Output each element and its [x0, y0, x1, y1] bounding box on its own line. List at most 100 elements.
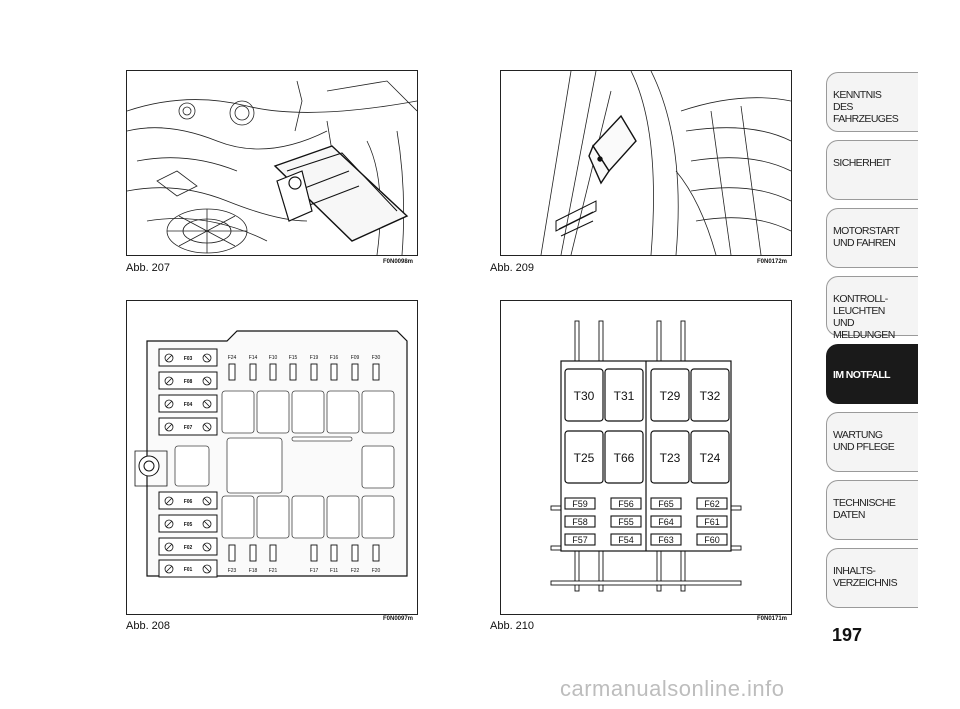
figure-209-code: F0N0172m	[757, 259, 788, 265]
tab-wartung[interactable]: WARTUNG UND PFLEGE	[826, 412, 918, 472]
figure-207-code: F0N0098m	[383, 259, 414, 265]
fuse-screw-icon	[202, 376, 212, 386]
left-fuse-F08	[158, 371, 218, 390]
fuse-label: F56	[618, 499, 634, 509]
left-fuse-F05	[158, 514, 218, 533]
left-fuse-label: F07	[184, 425, 193, 431]
horizontal-rail	[550, 580, 742, 586]
tab-kontroll[interactable]: KONTROLL- LEUCHTEN UND MELDUNGEN	[826, 276, 918, 341]
relay-T23	[650, 430, 690, 484]
fuse-screw-slot	[165, 520, 173, 528]
fuse-screw-slot	[165, 543, 173, 551]
figure-210-caption: Abb. 210	[490, 620, 535, 632]
page-number: 197	[832, 625, 863, 645]
bottom-fuse-F22	[351, 544, 359, 562]
fuse-screw-icon	[164, 496, 174, 506]
bottom-fuse-label: F23	[228, 568, 237, 574]
relay-label: T23	[660, 451, 681, 465]
tab-im-notfall[interactable]: IM NOTFALL	[826, 344, 918, 404]
fuse-screw-icon	[202, 496, 212, 506]
tab-motorstart[interactable]: MOTORSTART UND FAHREN	[826, 208, 918, 268]
relay-label: T25	[574, 451, 595, 465]
fuse-screw-icon	[164, 519, 174, 529]
fuse-screw-slot	[203, 497, 211, 505]
left-fuse-F04	[158, 394, 218, 413]
relay-T32	[690, 368, 730, 422]
top-mini-fuses	[228, 363, 380, 381]
fuse-screw-icon	[202, 399, 212, 409]
figure-209-caption: Abb. 209	[490, 262, 535, 274]
fuse-label: F65	[658, 499, 674, 509]
fuse-screw-icon	[202, 353, 212, 363]
fuse-screw-slot	[165, 377, 173, 385]
fuse-screw-icon	[202, 542, 212, 552]
relay-blocks	[174, 390, 395, 539]
left-fuse-F01	[158, 559, 218, 578]
interior-illustration	[540, 71, 791, 255]
top-fuse-F30	[372, 363, 380, 381]
fuse-screw-icon	[164, 564, 174, 574]
left-fuse-F03	[158, 348, 218, 367]
tab-technische[interactable]: TECHNISCHE DATEN	[826, 480, 918, 540]
bottom-fuse-label: F17	[310, 568, 319, 574]
left-fuse-label: F01	[184, 567, 193, 573]
fuse-screw-slot	[203, 565, 211, 573]
left-fuse-label: F04	[184, 402, 193, 408]
bottom-fuse-F11	[330, 544, 338, 562]
tab-sicherheit[interactable]: SICHERHEIT	[826, 140, 918, 200]
fuse-screw-icon	[164, 399, 174, 409]
fuse-label: F60	[704, 535, 720, 545]
fuse-screw-icon	[164, 422, 174, 432]
relay-T25	[564, 430, 604, 484]
fuse-screw-slot	[165, 400, 173, 408]
top-fuse-F10	[269, 363, 277, 381]
left-fuse-F02	[158, 537, 218, 556]
left-fuse-label: F02	[184, 545, 193, 551]
fuse-F65	[650, 497, 682, 510]
relay-label: T66	[614, 451, 635, 465]
left-fuse-label: F06	[184, 499, 193, 505]
bottom-fuse-label: F18	[249, 568, 258, 574]
bottom-fuse-label: F11	[330, 568, 338, 574]
fuse-screw-icon	[202, 519, 212, 529]
fuse-screw-slot	[203, 354, 211, 362]
left-fuse-F06	[158, 491, 218, 510]
relay-label: T32	[700, 389, 721, 403]
bottom-fuse-F21	[269, 544, 277, 562]
fuse-label: F64	[658, 517, 674, 527]
fuse-screw-icon	[164, 353, 174, 363]
top-fuse-F19	[310, 363, 318, 381]
fuse-label: F59	[572, 499, 588, 509]
bottom-fuse-F20	[372, 544, 380, 562]
fuse-F60	[696, 533, 728, 546]
fuse-screw-slot	[203, 520, 211, 528]
fuse-label: F54	[618, 535, 634, 545]
bottom-fuse-F17	[310, 544, 318, 562]
fuse-screw-slot	[165, 565, 173, 573]
top-fuse-F24	[228, 363, 236, 381]
fuse-F61	[696, 515, 728, 528]
top-fuse-label: F10	[269, 355, 278, 361]
fuse-F64	[650, 515, 682, 528]
tab-kenntnis[interactable]: KENNTNIS DES FAHRZEUGES	[826, 72, 918, 132]
fuse-label: F62	[704, 499, 720, 509]
relay-label: T24	[700, 451, 721, 465]
figure-209-interior	[500, 70, 792, 256]
fuse-screw-slot	[203, 423, 211, 431]
fuse-screw-icon	[164, 376, 174, 386]
fuse-screw-slot	[165, 354, 173, 362]
top-fuse-label: F30	[372, 355, 381, 361]
fuse-label: F61	[704, 517, 720, 527]
fuse-screw-slot	[203, 377, 211, 385]
left-fuse-label: F08	[184, 379, 193, 385]
figure-207-caption: Abb. 207	[126, 262, 171, 274]
left-fuse-label: F05	[184, 522, 193, 528]
top-fuse-label: F09	[351, 355, 360, 361]
bottom-fuse-label: F22	[351, 568, 360, 574]
top-fuse-label: F14	[249, 355, 258, 361]
tab-inhalts[interactable]: INHALTS- VERZEICHNIS	[826, 548, 918, 608]
fuse-F54	[610, 533, 642, 546]
